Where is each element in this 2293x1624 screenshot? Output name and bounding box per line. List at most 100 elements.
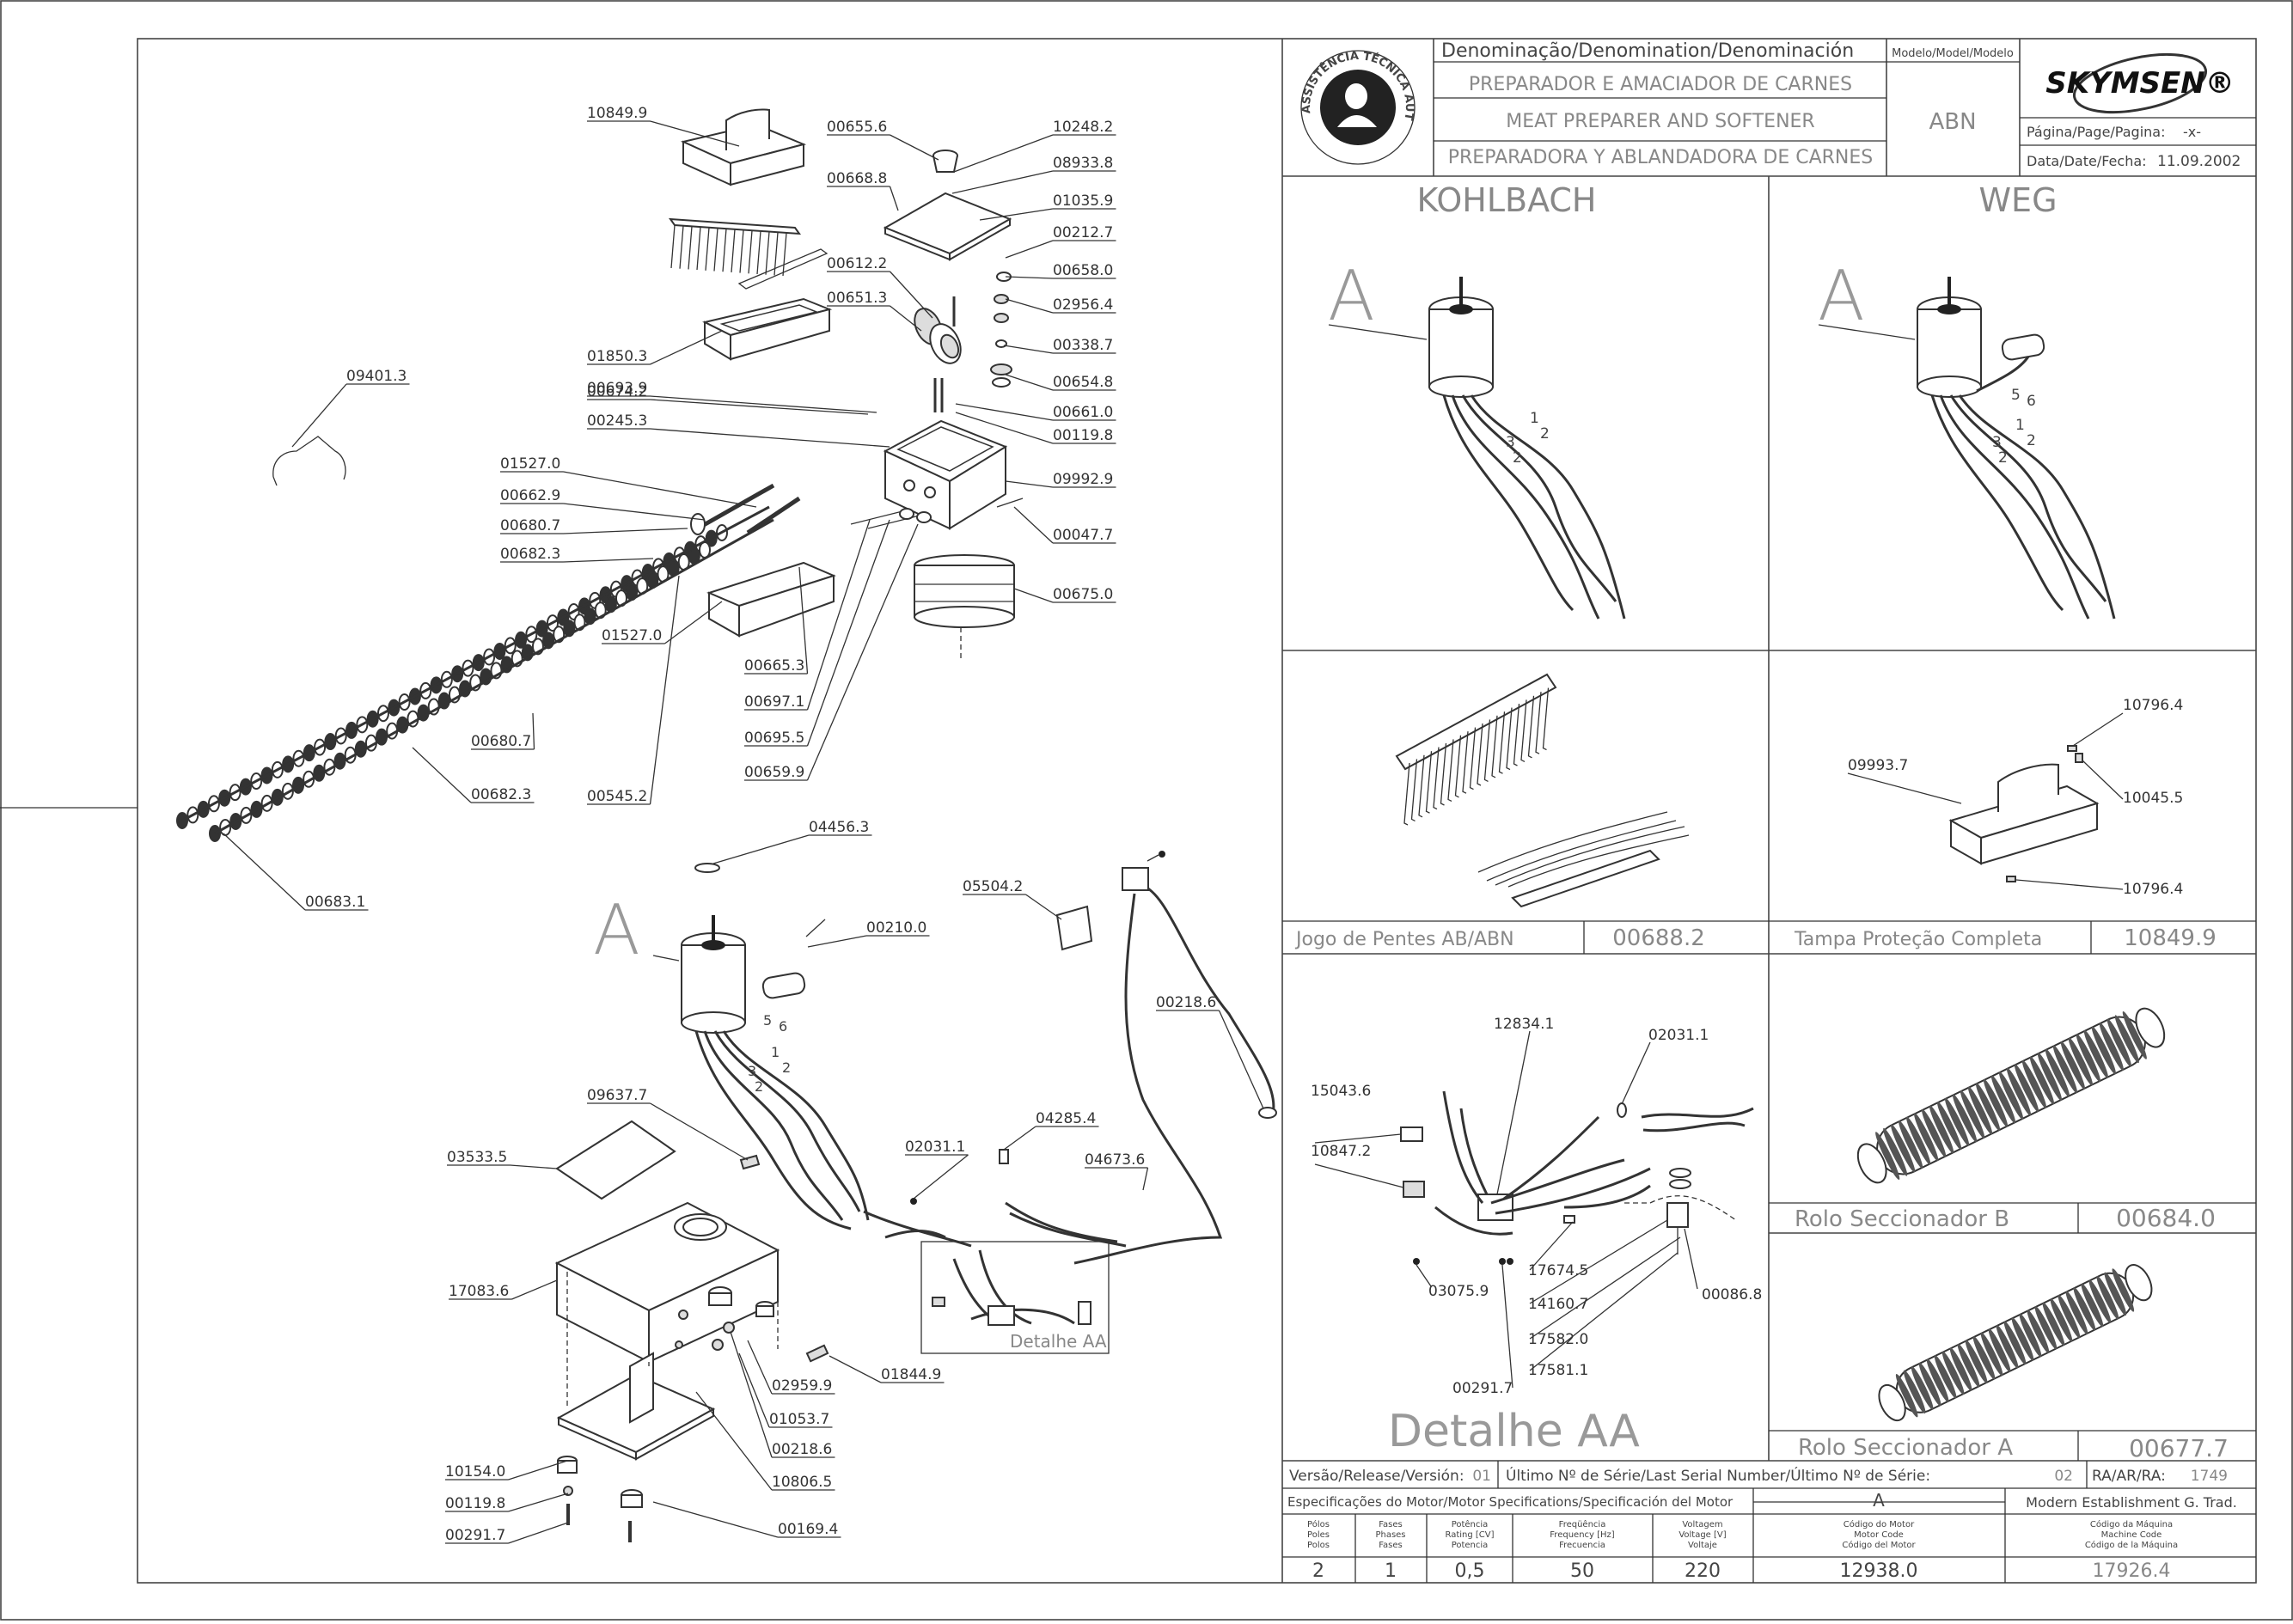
part-label-00169-4: 00169.4 bbox=[778, 1521, 838, 1538]
spec-value-voltage: 220 bbox=[1685, 1560, 1721, 1582]
detail-part-12834-1: 12834.1 bbox=[1494, 1016, 1554, 1033]
part-label-00697-1: 00697.1 bbox=[744, 693, 804, 711]
kohlbach-motor bbox=[1328, 277, 1626, 620]
cover-part-10796-4-a: 10796.4 bbox=[2123, 697, 2183, 714]
weg-wire-1: 1 bbox=[2015, 417, 2025, 434]
spec-value-machine-code: 17926.4 bbox=[2093, 1560, 2171, 1582]
main-wire-5: 5 bbox=[763, 1012, 772, 1029]
weg-letter: A bbox=[1818, 256, 1865, 336]
part-label-09401-3: 09401.3 bbox=[346, 368, 407, 385]
ra-label: RA/AR/RA: bbox=[2092, 1468, 2166, 1485]
comb-drawing bbox=[1395, 673, 1690, 908]
cover-label: Tampa Proteção Completa bbox=[1794, 929, 2042, 950]
title-block bbox=[1433, 39, 2256, 176]
part-label-00651-3: 00651.3 bbox=[827, 290, 887, 307]
date-value: 11.09.2002 bbox=[2157, 153, 2241, 170]
weg-motor bbox=[1818, 277, 2116, 620]
detail-aa-title: Detalhe AA bbox=[1388, 1406, 1640, 1457]
name-en: MEAT PREPARER AND SOFTENER bbox=[1506, 111, 1814, 132]
part-label-00674-2: 00674.2 bbox=[587, 383, 647, 400]
name-es: PREPARADORA Y ABLANDADORA DE CARNES bbox=[1448, 147, 1874, 168]
part-label-02959-9: 02959.9 bbox=[772, 1377, 832, 1395]
part-label-00658-0: 00658.0 bbox=[1053, 262, 1113, 279]
date-label: Data/Date/Fecha: bbox=[2027, 153, 2147, 169]
part-label-00545-2: 00545.2 bbox=[587, 788, 647, 805]
serial-value: 02 bbox=[2054, 1468, 2073, 1485]
weg-wire-2: 2 bbox=[2027, 432, 2036, 449]
part-label-00654-8: 00654.8 bbox=[1053, 374, 1113, 391]
cover-code: 10849.9 bbox=[2124, 925, 2217, 951]
leader-lines bbox=[223, 120, 1264, 1544]
part-label-01527-0: 01527.0 bbox=[500, 455, 560, 473]
cover-part-10045-5: 10045.5 bbox=[2123, 790, 2183, 807]
part-label-00210-0: 00210.0 bbox=[866, 919, 926, 937]
part-label-00291-7: 00291.7 bbox=[445, 1527, 505, 1544]
part-label-00612-2: 00612.2 bbox=[827, 255, 887, 272]
part-label-00662-9: 00662.9 bbox=[500, 487, 560, 504]
serial-label: Último Nº de Série/Last Serial Number/Úl… bbox=[1506, 1466, 1930, 1485]
page-value: -x- bbox=[2183, 124, 2201, 140]
main-detail-label: Detalhe AA bbox=[1010, 1331, 1107, 1352]
detail-part-10847-2: 10847.2 bbox=[1311, 1143, 1371, 1160]
kohlbach-wire-4: 2 bbox=[1513, 449, 1522, 467]
detail-part-17581-1: 17581.1 bbox=[1528, 1362, 1588, 1379]
kohlbach-wire-1: 1 bbox=[1530, 410, 1539, 427]
weg-wire-5: 5 bbox=[2011, 387, 2021, 404]
part-label-00680-7: 00680.7 bbox=[500, 517, 560, 534]
part-label-04673-6: 04673.6 bbox=[1085, 1151, 1145, 1169]
part-label-00655-6: 00655.6 bbox=[827, 119, 887, 136]
part-label-04285-4: 04285.4 bbox=[1036, 1110, 1096, 1127]
part-label-00659-9: 00659.9 bbox=[744, 764, 804, 781]
part-label-00668-8: 00668.8 bbox=[827, 170, 887, 187]
denomination-label: Denominação/Denomination/Denominación bbox=[1441, 40, 1854, 62]
detail-part-00086-8: 00086.8 bbox=[1702, 1286, 1762, 1303]
part-label-00218-6: 00218.6 bbox=[772, 1441, 832, 1458]
seal-text: ASSISTÊNCIA TÉCNICA AUTORIZADA bbox=[0, 0, 1416, 121]
spec-value-motor-code: 12938.0 bbox=[1840, 1560, 1918, 1582]
part-label-00695-5: 00695.5 bbox=[744, 730, 804, 747]
detail-part-00291-7: 00291.7 bbox=[1452, 1380, 1513, 1397]
part-label-00119-8: 00119.8 bbox=[445, 1495, 505, 1512]
main-wire-1: 1 bbox=[771, 1044, 780, 1060]
spec-value-poles: 2 bbox=[1312, 1560, 1324, 1582]
detail-part-02031-1: 02031.1 bbox=[1648, 1027, 1709, 1044]
part-label-09992-9: 09992.9 bbox=[1053, 471, 1113, 488]
right-grid bbox=[1281, 39, 2256, 1583]
kohlbach-wire-3: 3 bbox=[1506, 434, 1515, 451]
release-value: 01 bbox=[1472, 1468, 1491, 1485]
part-label-00682-3: 00682.3 bbox=[500, 546, 560, 563]
motor-spec-letter: A bbox=[1873, 1490, 1885, 1511]
establishment: Modern Establishment G. Trad. bbox=[2026, 1494, 2237, 1511]
roller-b-code: 00684.0 bbox=[2116, 1204, 2216, 1232]
part-label-02031-1: 02031.1 bbox=[905, 1139, 965, 1156]
cover-drawing bbox=[1847, 712, 2124, 890]
kohlbach-letter: A bbox=[1328, 256, 1375, 336]
main-wire-6: 6 bbox=[779, 1018, 787, 1035]
ra-value: 1749 bbox=[2191, 1468, 2228, 1485]
detail-part-17674-5: 17674.5 bbox=[1528, 1262, 1588, 1279]
detail-part-17582-0: 17582.0 bbox=[1528, 1331, 1588, 1348]
main-wire-2: 2 bbox=[782, 1059, 791, 1076]
roller-b-label: Rolo Seccionador B bbox=[1795, 1206, 2009, 1232]
part-label-01850-3: 01850.3 bbox=[587, 348, 647, 365]
part-label-01844-9: 01844.9 bbox=[881, 1366, 941, 1383]
spec-value-rating: 0,5 bbox=[1455, 1560, 1485, 1582]
detail-part-14160-7: 14160.7 bbox=[1528, 1296, 1588, 1313]
part-label-01053-7: 01053.7 bbox=[769, 1411, 829, 1428]
roller-a-drawing bbox=[1878, 1264, 2153, 1422]
exploded-roller-discs bbox=[176, 505, 774, 842]
weg-wire-6: 6 bbox=[2027, 393, 2036, 410]
model-value: ABN bbox=[1929, 109, 1976, 135]
